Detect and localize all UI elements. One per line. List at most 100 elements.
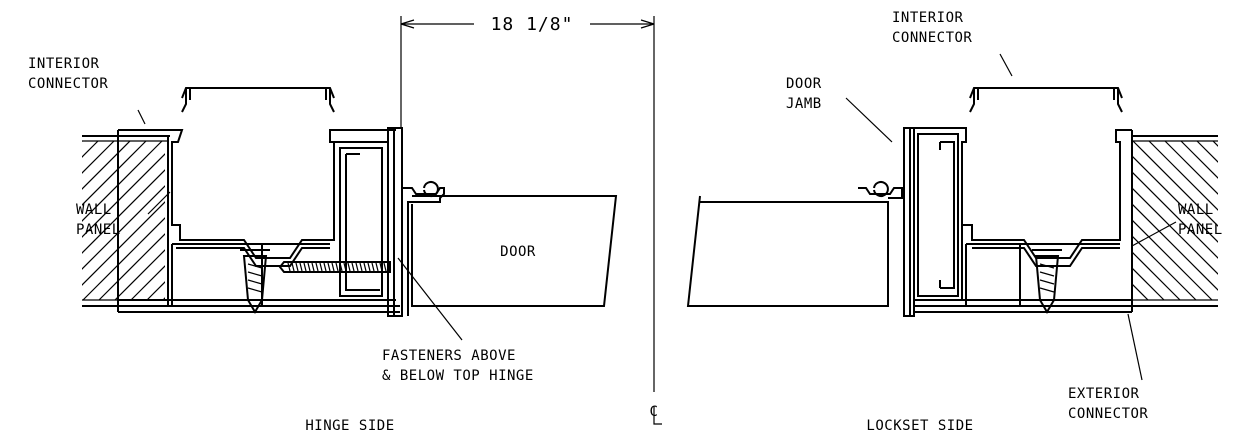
hatch-line	[1132, 235, 1197, 301]
bolt-thread-line	[347, 262, 351, 272]
bolt-thread-line	[383, 262, 387, 272]
hinge-frame-body	[117, 127, 445, 317]
bolt-thread-line	[375, 262, 379, 272]
dimension-label: 18 1/8"	[491, 14, 574, 35]
lockset-side-title: LOCKSET SIDE	[866, 418, 973, 434]
bolt-thread-line	[323, 262, 327, 272]
lockset-interior-connector-label-1: INTERIOR	[892, 10, 964, 26]
hatch-line	[1132, 267, 1165, 301]
bolt-thread-line	[371, 262, 375, 272]
hatch-line	[1180, 140, 1218, 179]
lockset-wall-panel-leader	[1131, 221, 1177, 247]
hinge-interior-connector-label-1: INTERIOR	[28, 56, 100, 72]
hinge-wall-panel-leader	[147, 191, 171, 215]
lockset-frame-body	[858, 127, 1133, 317]
hatch-line	[291, 141, 450, 300]
hatch-line	[1164, 140, 1218, 195]
centerline-symbol-mark	[653, 406, 662, 425]
hinge-wall-panel	[82, 135, 466, 307]
hatch-line	[82, 217, 165, 301]
hatch-line	[82, 140, 163, 222]
fasteners-label-1: FASTENERS ABOVE	[382, 348, 516, 364]
exterior-connector-label-2: CONNECTOR	[1068, 406, 1148, 422]
bolt-thread-line	[295, 262, 299, 272]
hatch-line	[82, 201, 165, 286]
hatch-line	[82, 169, 165, 254]
hatch-line	[162, 297, 165, 301]
hatch-line	[1132, 251, 1181, 301]
lockset-screw-fastener	[1032, 249, 1062, 314]
hatch-line	[1132, 187, 1218, 275]
hatch-line	[130, 265, 165, 301]
bolt-thread-line	[319, 262, 323, 272]
lockset-wall-panel-label-2: PANEL	[1178, 222, 1223, 238]
hatch-line	[1132, 219, 1213, 301]
hatch-line	[195, 141, 354, 300]
hinge-side-detail	[82, 87, 618, 341]
hinge-wall-panel-label-2: PANEL	[76, 222, 121, 238]
bolt-thread-line	[315, 262, 319, 272]
lockset-wall-hatch	[1132, 140, 1241, 301]
hatch-line	[114, 249, 165, 301]
hatch-line	[243, 141, 402, 300]
door-jamb-label-1: DOOR	[786, 76, 822, 92]
hatch-line	[1132, 171, 1218, 259]
bolt-thread-line	[339, 262, 343, 272]
hinge-wall-hatch	[82, 140, 466, 301]
bolt-thread-line	[287, 262, 291, 272]
lockset-wall-panel-label-1: WALL	[1178, 202, 1214, 218]
dimension-line: 18 1/8"	[400, 14, 655, 128]
fasteners-leader	[397, 257, 463, 341]
bolt-thread-line	[367, 262, 371, 272]
bolt-thread-line	[303, 262, 307, 272]
bolt-thread-line	[291, 262, 295, 272]
bolt-thread-line	[351, 262, 355, 272]
hatch-line	[1132, 283, 1149, 301]
door-leaf-hinge-side	[411, 195, 618, 307]
bolt-thread-line	[307, 262, 311, 272]
bolt-thread-line	[331, 262, 335, 272]
hatch-line	[82, 140, 115, 174]
hatch-line	[275, 141, 434, 300]
bolt-thread-line	[335, 262, 339, 272]
hatch-line	[146, 281, 165, 301]
lockset-side-detail	[686, 53, 1241, 381]
door-label: DOOR	[500, 244, 536, 260]
bolt-thread-line	[379, 262, 383, 272]
hatch-line	[82, 185, 165, 270]
bolt-thread-line	[343, 262, 347, 272]
hinge-interior-connector-cap	[181, 87, 335, 113]
hatch-line	[1212, 140, 1218, 147]
door-jamb-label-2: JAMB	[786, 96, 822, 112]
hatch-line	[82, 153, 165, 238]
fasteners-label-2: & BELOW TOP HINGE	[382, 368, 534, 384]
hatch-line	[1132, 140, 1218, 227]
hinge-interior-connector-leader	[137, 109, 146, 125]
bolt-thread-line	[355, 262, 359, 272]
hatch-line	[1132, 155, 1218, 243]
hatch-line	[1132, 203, 1218, 291]
door-leaf-lockset-side	[686, 195, 889, 307]
lockset-interior-connector-cap	[969, 87, 1123, 113]
hatch-line	[1229, 141, 1241, 300]
bolt-thread-line	[311, 262, 315, 272]
exterior-connector-leader	[1127, 313, 1143, 381]
bolt-thread-line	[363, 262, 367, 272]
hinge-bolt-threads	[287, 262, 387, 272]
hinge-screw-fastener	[240, 249, 270, 314]
lockset-interior-connector-leader	[999, 53, 1013, 77]
lockset-interior-connector-label-2: CONNECTOR	[892, 30, 972, 46]
bolt-thread-line	[327, 262, 331, 272]
hatch-line	[98, 233, 165, 301]
hatch-line	[227, 141, 386, 300]
hinge-bolt-fastener	[278, 261, 391, 273]
hatch-line	[82, 141, 83, 142]
exterior-connector-label-1: EXTERIOR	[1068, 386, 1140, 402]
hatch-line	[1148, 140, 1218, 211]
hatch-line	[179, 141, 338, 300]
hinge-side-title: HINGE SIDE	[305, 418, 394, 434]
bolt-thread-line	[299, 262, 303, 272]
hatch-line	[82, 140, 147, 206]
hatch-line	[307, 141, 466, 300]
